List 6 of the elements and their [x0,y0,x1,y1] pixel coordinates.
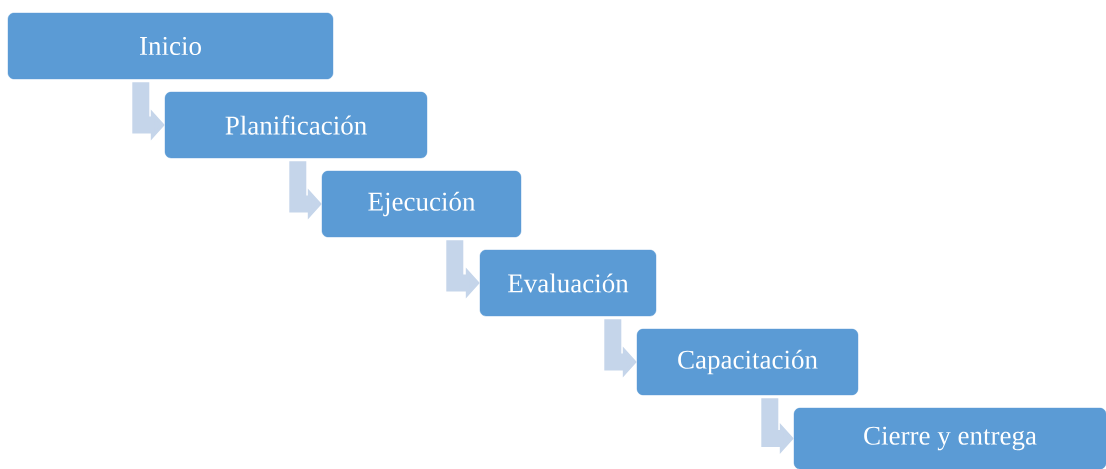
process-box: Inicio [7,12,334,80]
process-box: Cierre y entrega [793,407,1106,469]
process-box: Ejecución [321,170,522,238]
process-box: Capacitación [636,328,859,396]
process-box: Evaluación [479,249,657,317]
process-box: Planificación [164,91,428,159]
